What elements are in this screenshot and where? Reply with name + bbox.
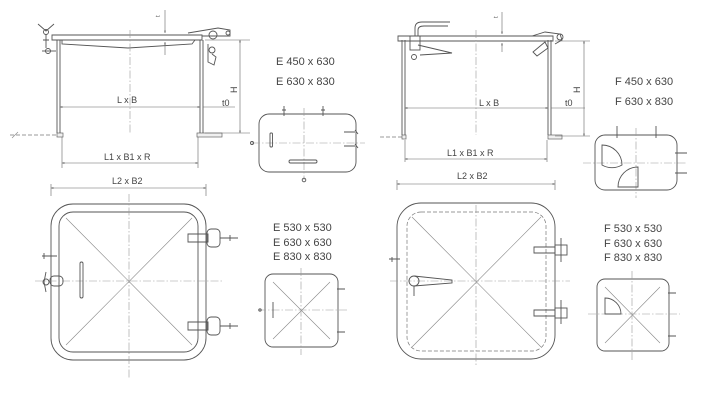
dim-plate-thickness: t bbox=[156, 15, 162, 17]
wing-nut-icon bbox=[37, 23, 56, 54]
model-label: E 630 x 630 bbox=[273, 236, 332, 249]
dim-wall-thickness: t0 bbox=[565, 98, 573, 108]
deck-plate-left bbox=[56, 132, 64, 138]
type-e-rect-schematic bbox=[250, 106, 365, 183]
dim-coaming: L1 x B1 x R bbox=[104, 152, 151, 162]
model-label: F 830 x 830 bbox=[604, 252, 663, 264]
model-label: F 630 x 830 bbox=[615, 96, 674, 108]
dim-height: H bbox=[229, 87, 239, 94]
type-e-square-schematic bbox=[258, 268, 347, 355]
model-label: E 830 x 830 bbox=[273, 251, 332, 263]
dim-plate-thickness: t bbox=[494, 16, 500, 18]
dim-overall: L2 x B2 bbox=[457, 171, 488, 181]
lever-handle-icon bbox=[409, 21, 453, 60]
type-e-square-models: E 530 x 530 E 630 x 630 E 830 x 830 bbox=[273, 221, 332, 265]
hinge-icon bbox=[531, 31, 564, 57]
type-f-square-schematic bbox=[588, 271, 680, 360]
dim-overall: L2 x B2 bbox=[112, 176, 143, 186]
type-e-front-view: L2 x B2 bbox=[35, 176, 238, 378]
dim-height: H bbox=[572, 87, 582, 94]
deck-plate-right bbox=[196, 132, 223, 138]
model-label: F 450 x 630 bbox=[615, 76, 674, 88]
model-label: E 530 x 530 bbox=[273, 222, 332, 234]
model-label: F 630 x 630 bbox=[604, 237, 663, 250]
dim-opening: L x B bbox=[479, 98, 499, 108]
dim-wall-thickness: t0 bbox=[222, 98, 230, 108]
type-e-side-view: t H L x B t0 L1 x B1 x R bbox=[10, 10, 250, 168]
type-f-side-view: t H L x B t0 L1 x B1 x R bbox=[380, 12, 590, 162]
model-label: E 630 x 830 bbox=[276, 76, 335, 88]
dim-coaming: L1 x B1 x R bbox=[447, 148, 494, 158]
type-f-rect-models: F 450 x 630 F 630 x 830 bbox=[615, 74, 673, 111]
hinge-icon bbox=[187, 27, 231, 66]
model-label: F 530 x 530 bbox=[604, 223, 663, 235]
type-e-rect-models: E 450 x 630 E 630 x 830 bbox=[276, 54, 335, 91]
type-f-square-models: F 530 x 530 F 630 x 630 F 830 x 830 bbox=[604, 222, 662, 266]
dim-opening: L x B bbox=[117, 95, 137, 105]
type-f-front-view: L2 x B2 bbox=[389, 171, 570, 365]
model-label: E 450 x 630 bbox=[276, 56, 335, 68]
type-f-rect-schematic bbox=[583, 126, 687, 198]
